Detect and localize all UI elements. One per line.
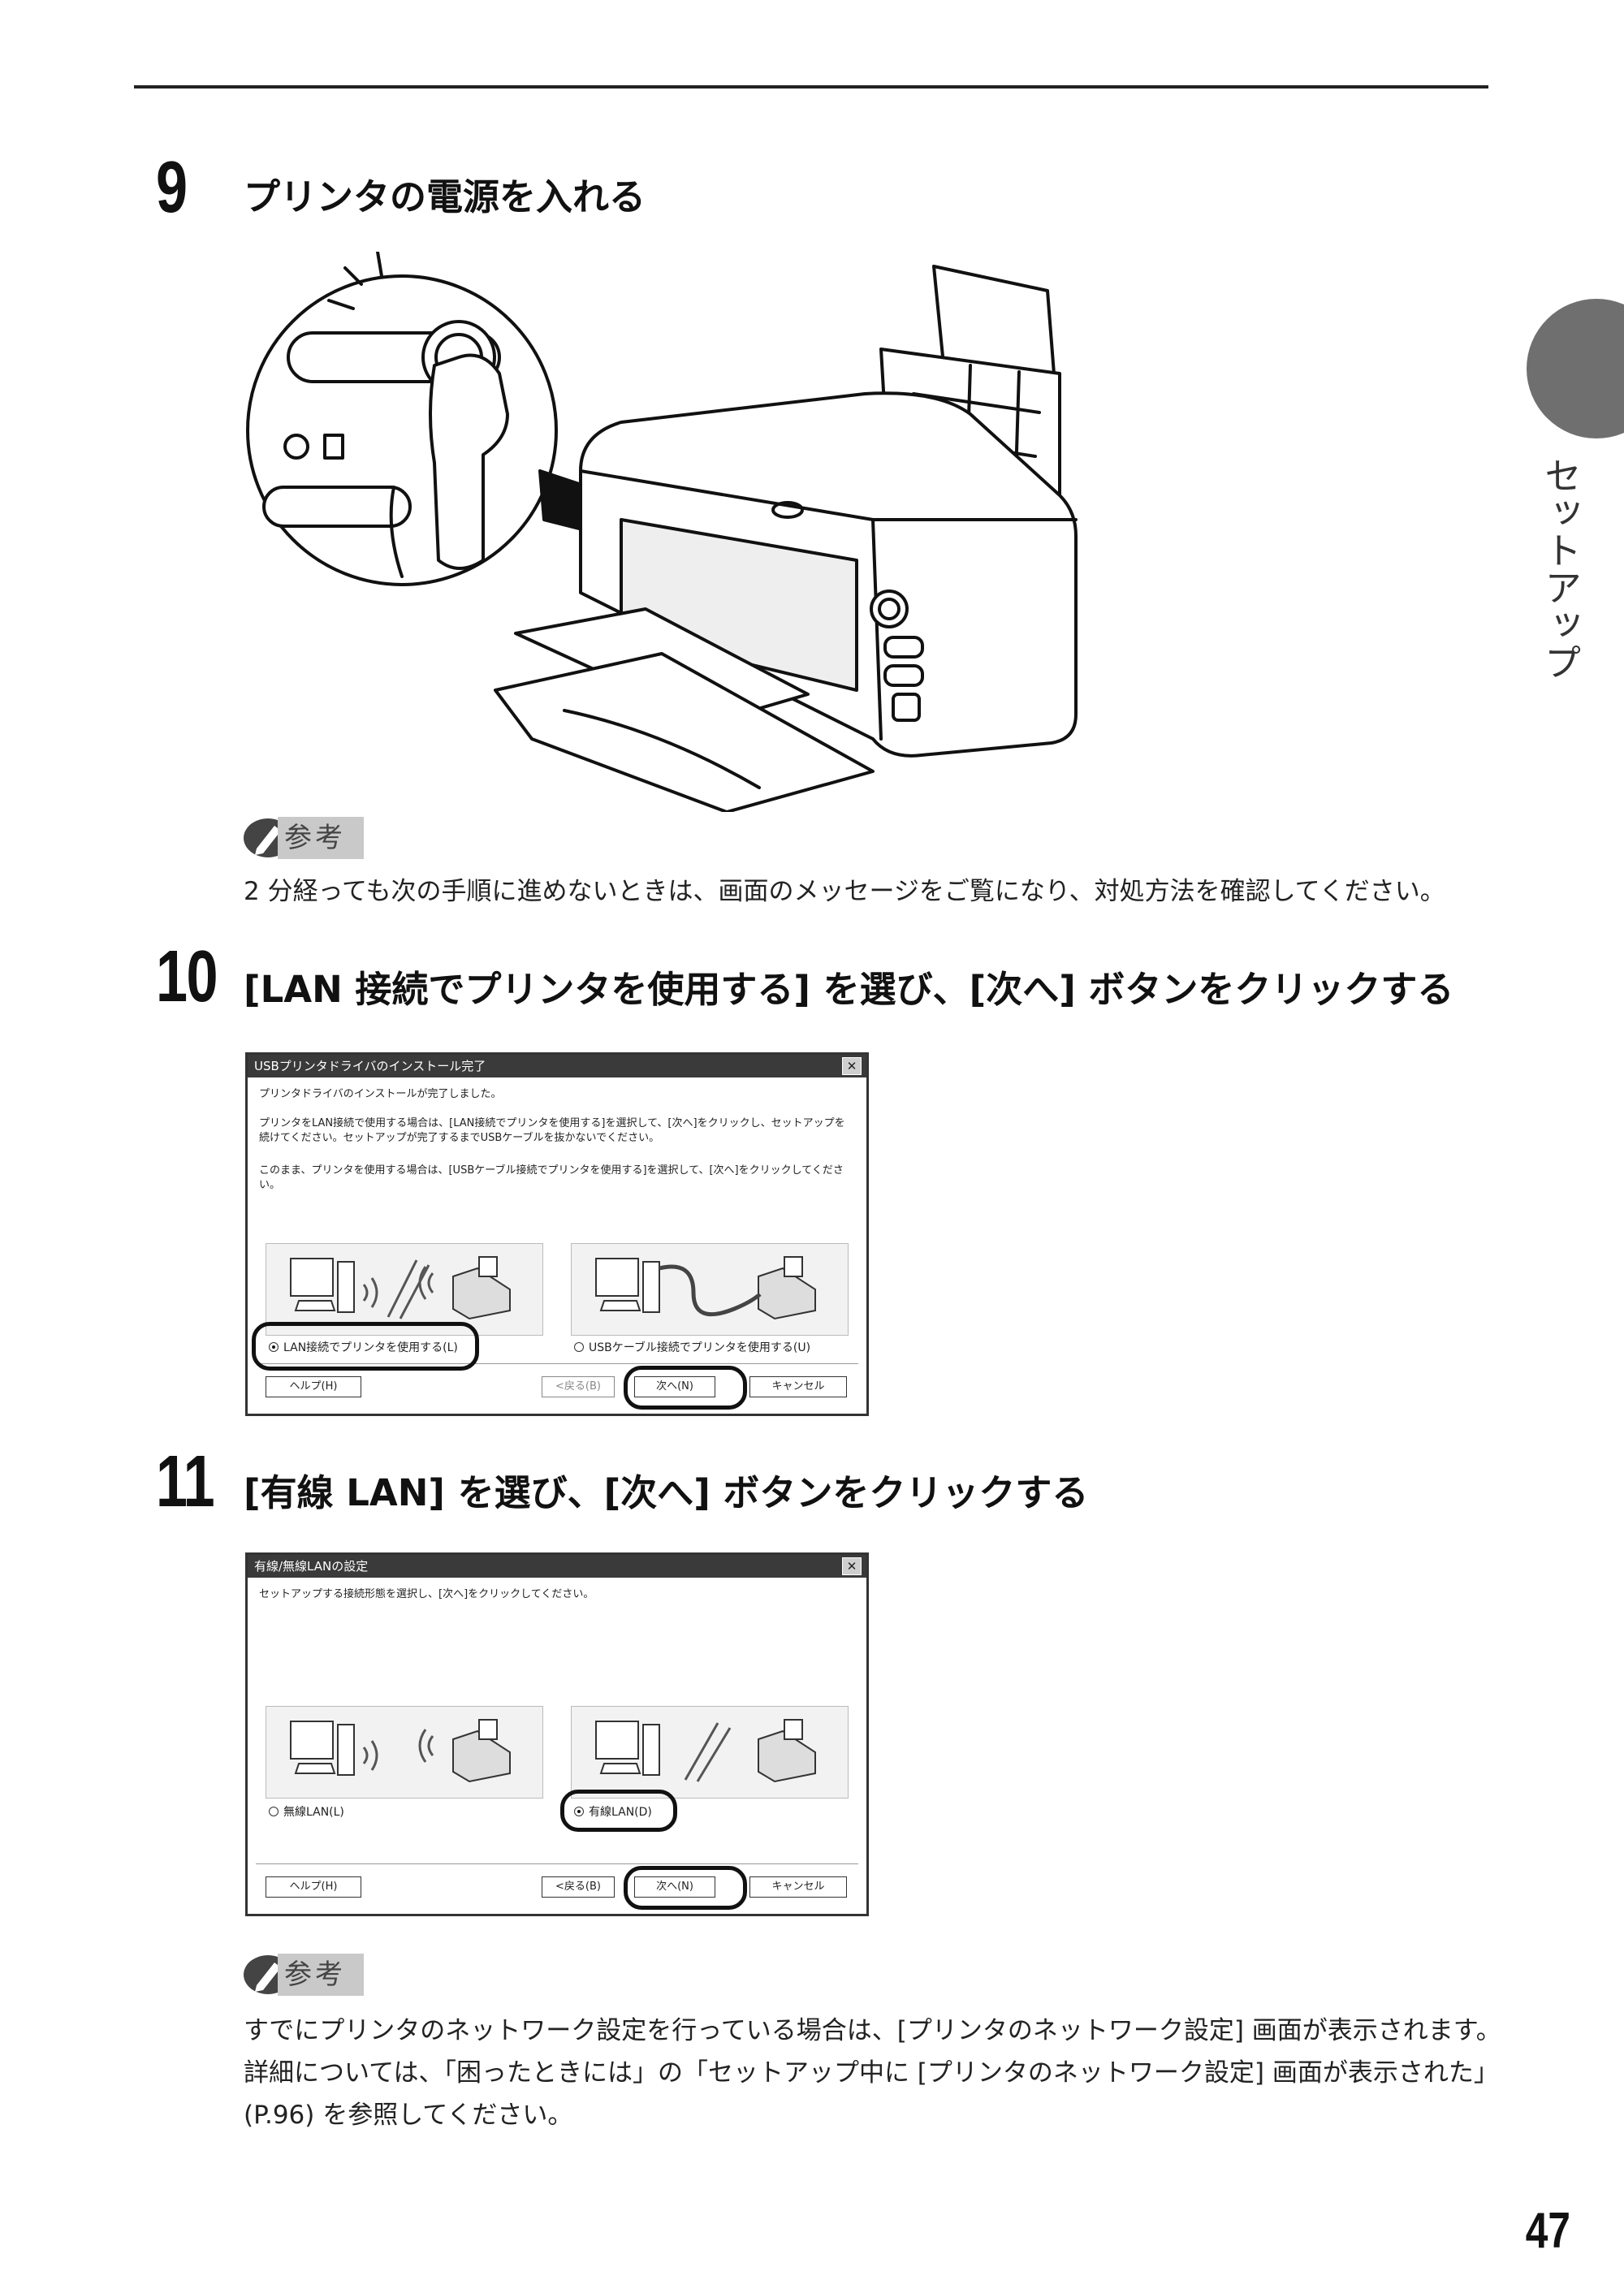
step-9-number: 9: [156, 147, 188, 228]
highlight-next-button: [624, 1366, 747, 1410]
dialog-title: USBプリンタドライバのインストール完了: [254, 1059, 486, 1073]
pc-printer-wireless-illustration: [290, 1719, 511, 1783]
step-11-title: [有線 LAN] を選び、[次へ] ボタンをクリックする: [244, 1471, 1089, 1514]
printer-power-illustration: [246, 252, 1078, 812]
note-badge-1: 参考: [242, 816, 364, 860]
radio-selected-icon[interactable]: [269, 1342, 279, 1352]
wired-lan-panel: [571, 1706, 849, 1799]
option-usb-connection[interactable]: USBケーブル接続でプリンタを使用する(U): [574, 1339, 810, 1355]
highlight-wired-option: [560, 1790, 677, 1832]
help-button[interactable]: ヘルプ(H): [266, 1376, 361, 1397]
step-11-number: 11: [156, 1441, 215, 1522]
pc-printer-usb-illustration: [595, 1256, 816, 1320]
option-usb-label: USBケーブル接続でプリンタを使用する(U): [589, 1341, 811, 1354]
note-label: 参考: [278, 817, 364, 859]
wireless-lan-panel: [266, 1706, 543, 1799]
back-button[interactable]: <戻る(B): [542, 1876, 615, 1898]
lan-connection-panel: [266, 1243, 543, 1336]
top-rule: [134, 85, 1488, 89]
highlight-next-button: [624, 1866, 747, 1910]
dialog-text-1: セットアップする接続形態を選択し、[次へ]をクリックしてください。: [259, 1588, 594, 1600]
back-button[interactable]: <戻る(B): [542, 1376, 615, 1397]
radio-unselected-icon[interactable]: [269, 1807, 279, 1816]
usb-driver-install-complete-dialog: USBプリンタドライバのインストール完了 ✕ プリンタドライバのインストールが完…: [245, 1052, 869, 1416]
dialog-text-1: プリンタドライバのインストールが完了しました。: [259, 1088, 502, 1100]
note-label: 参考: [278, 1954, 364, 1996]
pc-printer-wired-illustration: [595, 1719, 816, 1783]
cancel-button[interactable]: キャンセル: [749, 1376, 847, 1397]
option-lan-label: LAN接続でプリンタを使用する(L): [283, 1341, 458, 1354]
page-number: 47: [1525, 2203, 1570, 2259]
radio-unselected-icon[interactable]: [574, 1342, 584, 1352]
dialog-separator: [256, 1363, 858, 1364]
note-badge-2: 参考: [242, 1953, 364, 1997]
dialog-text-2: プリンタをLAN接続で使用する場合は、[LAN接続でプリンタを使用する]を選択し…: [259, 1117, 845, 1144]
step-10-title: [LAN 接続でプリンタを使用する] を選び、[次へ] ボタンをクリックする: [244, 968, 1454, 1011]
dialog-text-3: このまま、プリンタを使用する場合は、[USBケーブル接続でプリンタを使用する]を…: [259, 1164, 844, 1191]
dialog-separator: [256, 1863, 858, 1864]
close-icon[interactable]: ✕: [842, 1057, 862, 1075]
pc-printer-wireless-illustration: [290, 1256, 511, 1320]
note-2-text: すでにプリンタのネットワーク設定を行っている場合は、[プリンタのネットワーク設定…: [244, 2016, 1501, 2130]
note-1-text: 2 分経っても次の手順に進めないときは、画面のメッセージをご覧になり、対処方法を…: [244, 877, 1445, 906]
option-wired-label: 有線LAN(D): [589, 1806, 652, 1819]
highlight-lan-option: [252, 1322, 479, 1371]
dialog-title: 有線/無線LANの設定: [254, 1559, 369, 1574]
next-button[interactable]: 次へ(N): [634, 1876, 715, 1898]
option-lan-connection[interactable]: LAN接続でプリンタを使用する(L): [269, 1339, 458, 1355]
cancel-button[interactable]: キャンセル: [749, 1876, 847, 1898]
usb-connection-panel: [571, 1243, 849, 1336]
close-icon[interactable]: ✕: [842, 1557, 862, 1575]
dialog-titlebar: 有線/無線LANの設定 ✕: [248, 1555, 866, 1578]
side-tab-label: セットアップ: [1539, 456, 1583, 680]
option-wireless-label: 無線LAN(L): [283, 1806, 344, 1819]
step-9-title: プリンタの電源を入れる: [244, 175, 646, 218]
option-wireless-lan[interactable]: 無線LAN(L): [269, 1803, 344, 1820]
dialog-titlebar: USBプリンタドライバのインストール完了 ✕: [248, 1055, 866, 1077]
help-button[interactable]: ヘルプ(H): [266, 1876, 361, 1898]
side-tab-circle: [1527, 299, 1624, 438]
wired-wireless-lan-settings-dialog: 有線/無線LANの設定 ✕ セットアップする接続形態を選択し、[次へ]をクリック…: [245, 1552, 869, 1916]
next-button[interactable]: 次へ(N): [634, 1376, 715, 1397]
step-10-number: 10: [156, 936, 218, 1017]
